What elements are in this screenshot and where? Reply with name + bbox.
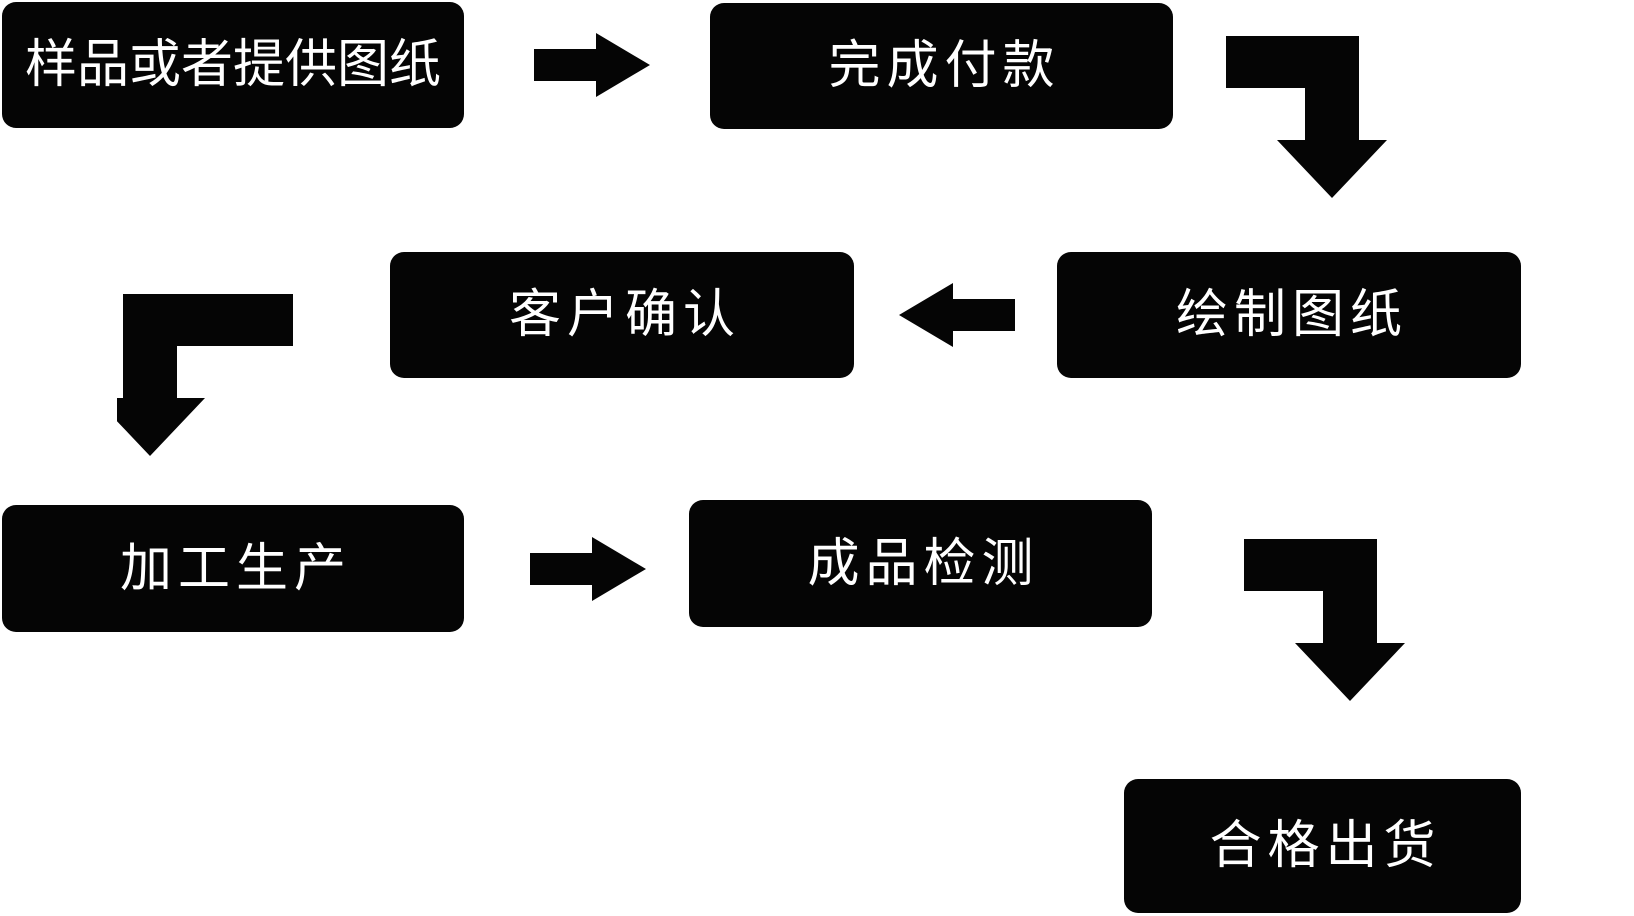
node-complete-payment[interactable]: 完成付款 (710, 3, 1173, 129)
node-label: 合格出货 (1209, 816, 1442, 876)
arrow-elbow-left-down-icon (117, 294, 293, 456)
node-label: 成品检测 (807, 533, 1040, 594)
node-final-inspection[interactable]: 成品检测 (689, 500, 1152, 627)
arrow-right-icon (534, 33, 650, 97)
arrow-elbow-down-icon (1244, 539, 1420, 701)
node-label: 绘制图纸 (1175, 285, 1408, 345)
node-label: 完成付款 (828, 36, 1061, 96)
node-label: 加工生产 (119, 538, 352, 599)
node-customer-confirm[interactable]: 客户确认 (390, 252, 854, 378)
arrow-elbow-down-icon (1226, 36, 1402, 198)
node-label: 客户确认 (508, 285, 741, 345)
node-processing[interactable]: 加工生产 (2, 505, 464, 632)
node-sample-or-drawing[interactable]: 样品或者提供图纸 (2, 2, 464, 128)
arrow-left-icon (899, 283, 1015, 347)
node-draw-drawing[interactable]: 绘制图纸 (1057, 252, 1521, 378)
node-label: 样品或者提供图纸 (24, 35, 441, 95)
arrow-right-icon (530, 537, 646, 601)
node-qualified-shipment[interactable]: 合格出货 (1124, 779, 1521, 913)
